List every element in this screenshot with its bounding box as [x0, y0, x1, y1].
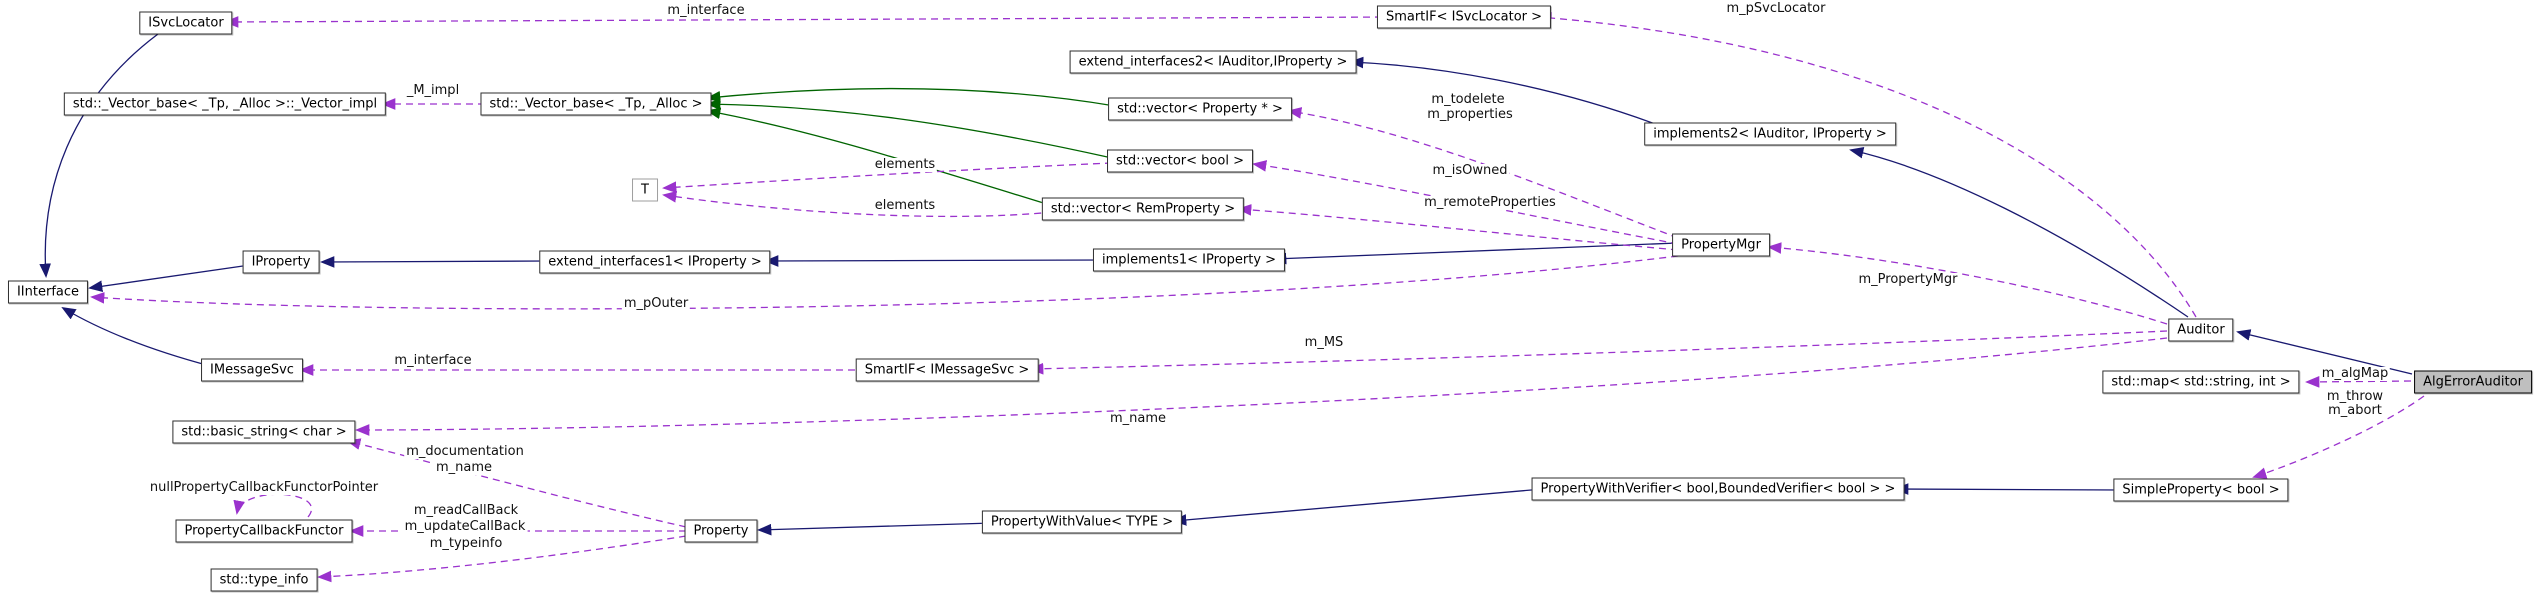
- node-implements2[interactable]: implements2< IAuditor, IProperty >: [1644, 122, 1896, 146]
- edge-imessagesvc-to-iinterface: [61, 307, 211, 367]
- node-extend-interfaces2[interactable]: extend_interfaces2< IAuditor,IProperty >: [1069, 50, 1357, 74]
- edge-label--m-impl: _M_impl: [404, 83, 462, 98]
- edge-propertymgr-to-vector_bool: [1252, 160, 1679, 245]
- edge-smartif_isvclocator-to-isvclocator: [224, 16, 1395, 28]
- edge-label-elements: elements: [872, 198, 938, 213]
- edge-isvclocator-to-iinterface: [39, 33, 159, 278]
- edge-simpleproperty-to-propertywithverifier: [1894, 483, 2122, 495]
- edge-label-m-interface: m_interface: [392, 353, 474, 368]
- edge-implements2-to-extend_interfaces2: [1349, 56, 1659, 126]
- node-propertywithvalue[interactable]: PropertyWithValue< TYPE >: [981, 510, 1183, 534]
- node-property[interactable]: Property: [684, 519, 758, 543]
- edge-label-m-typeinfo: m_typeinfo: [427, 536, 505, 551]
- edge-propertycallbackfunctor-to-propertycallbackfunctor: [233, 493, 312, 518]
- node-extend-interfaces1[interactable]: extend_interfaces1< IProperty >: [539, 250, 771, 274]
- edge-vector_remproperty-to-vector_base: [706, 107, 1054, 207]
- edge-propertymgr-to-vector_remproperty: [1237, 204, 1679, 251]
- node-typeinfo: std::type_info: [210, 568, 318, 592]
- edge-label-m-interface: m_interface: [665, 3, 747, 18]
- edge-algerrorauditor-to-simpleproperty: [2252, 395, 2425, 479]
- node-vector-impl: std::_Vector_base< _Tp, _Alloc >::_Vecto…: [63, 92, 387, 116]
- edge-auditor-to-propertymgr: [1767, 242, 2168, 325]
- edge-label-m-algmap: m_algMap: [2319, 366, 2391, 381]
- node-vector-base: std::_Vector_base< _Tp, _Alloc >: [480, 92, 712, 116]
- edge-propertymgr-to-implements1: [1272, 242, 1679, 265]
- edge-label-m-updatecallback: m_updateCallBack: [402, 519, 528, 534]
- edge-label-m-readcallback: m_readCallBack: [411, 503, 521, 518]
- edge-propertywithvalue-to-property: [757, 522, 994, 536]
- edge-label-nullpropertycallbackfunctorpointer: nullPropertyCallbackFunctorPointer: [147, 480, 381, 495]
- node-t-node: T: [632, 178, 658, 202]
- node-smartif-imessagesvc[interactable]: SmartIF< IMessageSvc >: [855, 358, 1039, 382]
- edge-vector_remproperty-to-t_node: [662, 191, 1054, 218]
- node-iinterface[interactable]: IInterface: [7, 280, 89, 304]
- edge-label-m-pouter: m_pOuter: [621, 296, 691, 311]
- node-vector-property: std::vector< Property * >: [1108, 97, 1292, 121]
- edge-auditor-to-implements2: [1849, 147, 2189, 318]
- node-propertymgr[interactable]: PropertyMgr: [1672, 233, 1770, 257]
- edge-iproperty-to-iinterface: [88, 265, 244, 293]
- edge-vector_bool-to-t_node: [662, 162, 1113, 194]
- node-implements1[interactable]: implements1< IProperty >: [1092, 248, 1286, 272]
- node-iproperty[interactable]: IProperty: [242, 250, 320, 274]
- node-vector-bool: std::vector< bool >: [1107, 149, 1253, 173]
- edge-vector_bool-to-vector_base: [706, 98, 1113, 159]
- edge-implements1-to-extend_interfaces1: [764, 255, 1108, 267]
- node-algerrorauditor: AlgErrorAuditor: [2414, 370, 2532, 394]
- node-auditor[interactable]: Auditor: [2168, 318, 2234, 342]
- node-smartif-isvclocator[interactable]: SmartIF< ISvcLocator >: [1376, 5, 1552, 29]
- node-propertywithverifier[interactable]: PropertyWithVerifier< bool,BoundedVerifi…: [1531, 477, 1905, 501]
- edge-label-m-abort: m_abort: [2326, 403, 2384, 418]
- node-propertycallbackfunctor[interactable]: PropertyCallbackFunctor: [175, 519, 353, 543]
- node-map-string-int: std::map< std::string, int >: [2102, 370, 2300, 394]
- edge-label-elements: elements: [872, 157, 938, 172]
- node-simpleproperty[interactable]: SimpleProperty< bool >: [2113, 478, 2289, 502]
- edge-label-m-remoteproperties: m_remoteProperties: [1422, 195, 1558, 210]
- node-isvclocator[interactable]: ISvcLocator: [139, 11, 233, 35]
- edge-auditor-to-smartif_isvclocator: [1537, 12, 2197, 318]
- edge-label-m-psvclocator: m_pSvcLocator: [1724, 1, 1828, 16]
- edge-property-to-typeinfo: [317, 535, 687, 583]
- edge-label-m-documentation: m_documentation: [404, 444, 526, 459]
- edge-property-to-basic_string: [346, 438, 687, 528]
- edge-algerrorauditor-to-map_string_int: [2305, 376, 2412, 388]
- node-basic-string: std::basic_string< char >: [172, 420, 356, 444]
- edge-propertymgr-to-iinterface: [90, 255, 1679, 310]
- edge-label-m-isowned: m_isOwned: [1430, 163, 1510, 178]
- edge-propertywithverifier-to-propertywithvalue: [1172, 488, 1544, 526]
- edge-auditor-to-smartif_imessagesvc: [1029, 330, 2168, 375]
- edge-label-m-properties: m_properties: [1425, 107, 1515, 122]
- edge-label-m-name: m_name: [1107, 411, 1169, 426]
- edge-label-m-name: m_name: [433, 460, 495, 475]
- edge-extend_interfaces1-to-iproperty: [320, 256, 548, 268]
- edge-auditor-to-basic_string: [355, 337, 2168, 436]
- edge-label-m-ms: m_MS: [1302, 335, 1346, 350]
- node-vector-remproperty: std::vector< RemProperty >: [1041, 197, 1245, 221]
- edge-vector_property-to-vector_base: [706, 87, 1116, 107]
- node-imessagesvc[interactable]: IMessageSvc: [201, 358, 303, 382]
- edge-label-m-throw: m_throw: [2324, 389, 2386, 404]
- edge-label-m-todelete: m_todelete: [1429, 92, 1507, 107]
- edge-label-m-propertymgr: m_PropertyMgr: [1856, 272, 1960, 287]
